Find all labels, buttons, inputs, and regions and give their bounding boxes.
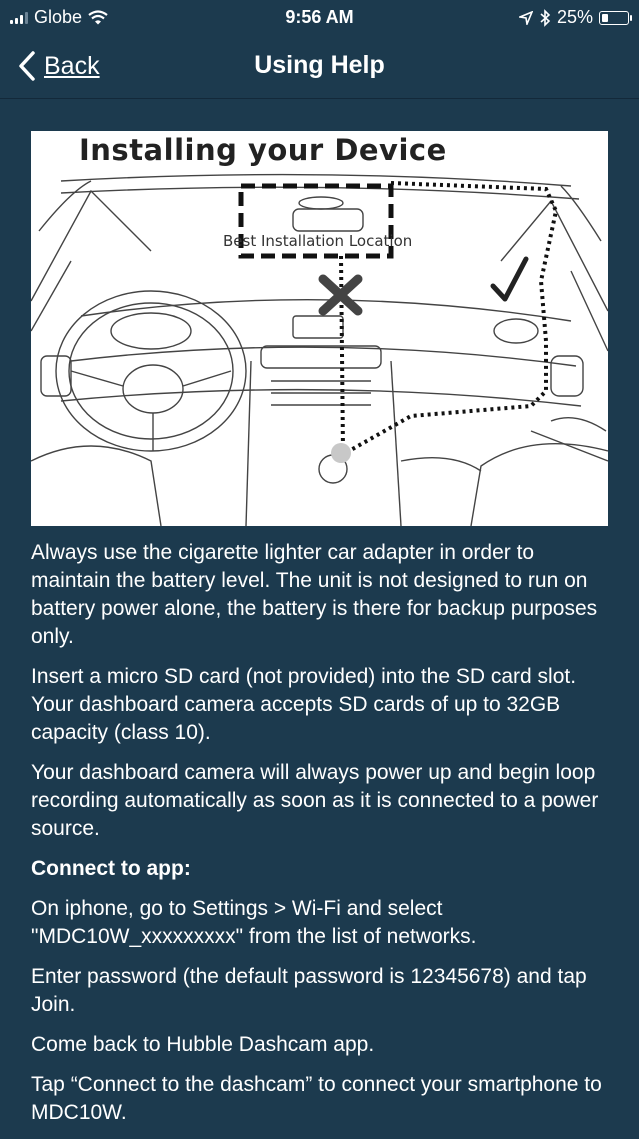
paragraph-return-app: Come back to Hubble Dashcam app. <box>31 1033 375 1056</box>
page-title: Using Help <box>254 51 385 79</box>
connect-heading: Connect to app: <box>31 857 191 880</box>
illustration-title: Installing your Device <box>79 133 447 167</box>
paragraph-password: Enter password (the default password is … <box>31 965 587 1016</box>
clock: 9:56 AM <box>285 7 354 27</box>
carrier-label: Globe <box>34 7 83 27</box>
paragraph-power: Always use the cigarette lighter car ada… <box>31 541 598 648</box>
back-label: Back <box>44 51 100 80</box>
status-right: 25% <box>518 7 632 28</box>
car-interior-drawing <box>31 173 608 526</box>
illustration-caption: Best Installation Location <box>223 232 413 250</box>
paragraph-sd-card: Insert a micro SD card (not provided) in… <box>31 665 577 744</box>
back-button[interactable]: Back <box>18 48 100 84</box>
chevron-left-icon <box>19 51 35 81</box>
bluetooth-icon <box>540 8 551 27</box>
installation-illustration: Installing your Device Best Installation… <box>31 131 608 526</box>
status-left: Globe <box>10 7 108 28</box>
battery-icon <box>599 10 632 25</box>
navigation-bar: Back Using Help <box>0 34 639 99</box>
status-bar: Globe 9:56 AM 25% <box>0 0 639 34</box>
wifi-icon <box>88 10 108 25</box>
paragraph-connect: Tap “Connect to the dashcam” to connect … <box>31 1073 602 1124</box>
help-content: Always use the cigarette lighter car ada… <box>31 539 611 1139</box>
location-arrow-icon <box>518 10 533 25</box>
paragraph-wifi: On iphone, go to Settings > Wi-Fi and se… <box>31 897 477 948</box>
battery-percentage: 25% <box>556 7 593 27</box>
paragraph-loop-recording: Your dashboard camera will always power … <box>31 761 599 840</box>
signal-icon <box>10 11 28 24</box>
